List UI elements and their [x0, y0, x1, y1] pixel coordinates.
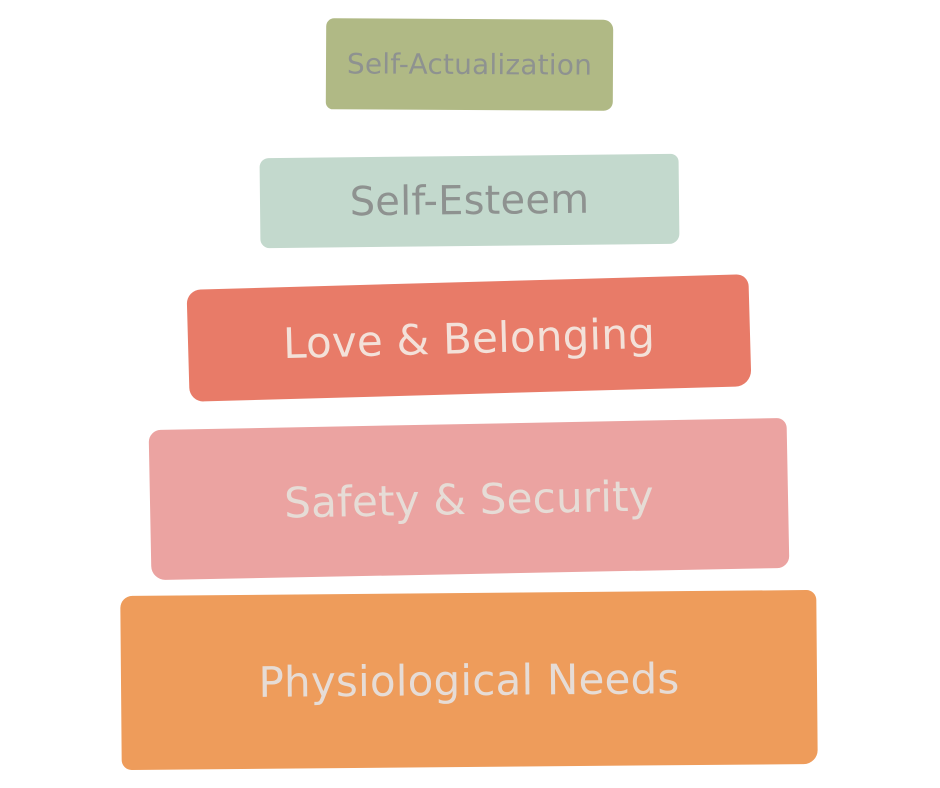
tier-label-self-esteem: Self-Esteem	[349, 176, 590, 226]
tier-self-esteem: Self-Esteem	[259, 153, 680, 249]
tier-self-actualization: Self-Actualization	[325, 18, 614, 111]
tier-love-belonging: Love & Belonging	[186, 274, 752, 402]
tier-physiological-needs: Physiological Needs	[120, 589, 818, 771]
tier-label-self-actualization: Self-Actualization	[346, 47, 593, 82]
tier-label-safety-security: Safety & Security	[283, 470, 655, 528]
tier-label-physiological-needs: Physiological Needs	[258, 653, 680, 707]
tier-label-love-belonging: Love & Belonging	[282, 308, 656, 368]
tier-safety-security: Safety & Security	[148, 417, 790, 581]
